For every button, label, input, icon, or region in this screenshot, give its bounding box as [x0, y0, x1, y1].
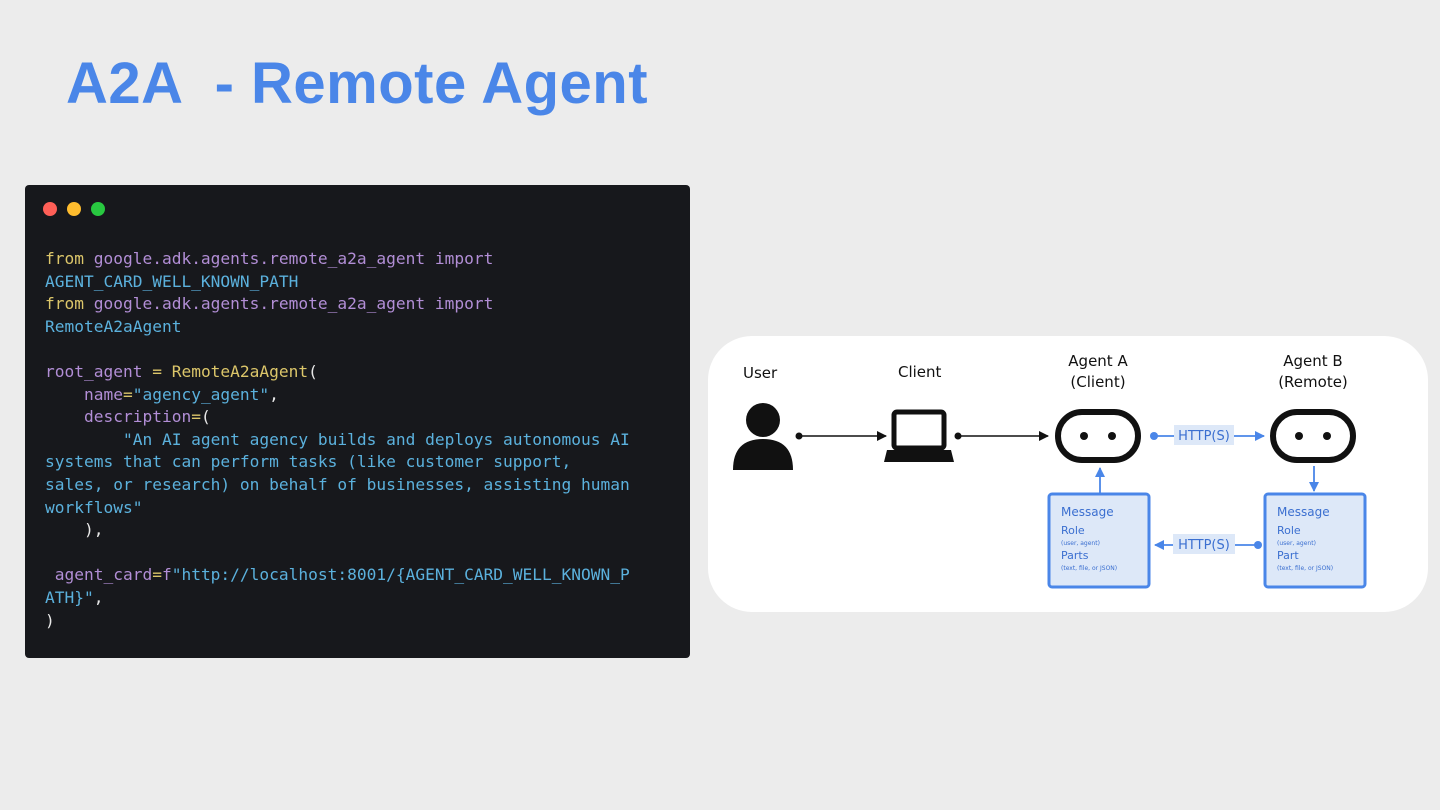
message-a-parts-sub: (text, file, or JSON) — [1061, 565, 1117, 572]
code-token: import — [434, 294, 494, 314]
agent-a-icon — [1055, 409, 1141, 463]
code-token: sales, or research) on behalf of busines… — [45, 474, 630, 494]
code-token: "http://localhost:8001/{AGENT_CARD_WELL_… — [171, 565, 630, 585]
http-top-label: HTTP(S) — [1178, 429, 1230, 444]
message-b-role-sub: (user, agent) — [1277, 540, 1316, 547]
code-token: systems that can perform tasks (like cus… — [45, 452, 572, 472]
client-to-agent-a-arrow — [954, 431, 1049, 441]
code-token: google.adk.agents.remote_a2a_agent — [93, 249, 435, 268]
code-line: from google.adk.agents.remote_a2a_agent … — [45, 248, 630, 271]
code-token: , — [269, 384, 279, 404]
code-line: RemoteA2aAgent — [45, 316, 630, 339]
code-token: AGENT_CARD_WELL_KNOWN_PATH — [45, 271, 299, 291]
code-line: name="agency_agent", — [45, 384, 630, 407]
code-line: agent_card=f"http://localhost:8001/{AGEN… — [45, 564, 630, 587]
code-line — [45, 542, 630, 565]
maximize-dot-icon — [91, 202, 105, 216]
agent-b-label: Agent B — [1283, 352, 1342, 370]
code-line: workflows" — [45, 497, 630, 520]
slide-title: A2A - Remote Agent — [66, 51, 649, 116]
message-a-role-sub: (user, agent) — [1061, 540, 1100, 547]
message-box-b: Message Role (user, agent) Part (text, f… — [1263, 492, 1367, 589]
code-token: name — [45, 384, 123, 404]
user-to-client-arrow — [795, 431, 887, 441]
user-label: User — [743, 364, 778, 382]
message-a-title: Message — [1061, 505, 1114, 519]
code-token: root_agent — [45, 361, 153, 381]
message-a-parts: Parts — [1061, 549, 1089, 562]
code-block: from google.adk.agents.remote_a2a_agent … — [45, 248, 630, 632]
message-b-parts-sub: (text, file, or JSON) — [1277, 565, 1333, 572]
code-token: ), — [45, 520, 104, 540]
agent-b-icon — [1270, 409, 1356, 463]
code-token: = — [152, 565, 162, 585]
code-token: agent_card — [45, 565, 153, 585]
code-token: workflows" — [45, 497, 143, 517]
code-token: ) — [45, 610, 55, 630]
minimize-dot-icon — [67, 202, 81, 216]
a2a-diagram: User Client Agent A (Client) Agent B (Re… — [708, 336, 1428, 612]
message-b-parts: Part — [1277, 549, 1299, 562]
message-b-role: Role — [1277, 524, 1301, 537]
code-token: ATH}" — [45, 587, 94, 607]
agent-a-sublabel: (Client) — [1070, 373, 1125, 391]
code-token: ( — [308, 361, 318, 381]
http-bottom-label: HTTP(S) — [1178, 538, 1230, 553]
code-token: "agency_agent" — [132, 384, 270, 404]
code-line: AGENT_CARD_WELL_KNOWN_PATH — [45, 271, 630, 294]
message-b-title: Message — [1277, 505, 1330, 519]
code-token: ( — [200, 407, 211, 427]
code-line: ) — [45, 610, 630, 633]
code-token: = — [191, 407, 201, 427]
window-controls — [43, 202, 105, 216]
code-line: description=( — [45, 406, 630, 429]
http-response-arrow: HTTP(S) — [1154, 534, 1262, 554]
code-token: "An AI agent agency builds and deploys a… — [45, 429, 630, 449]
code-token: from — [45, 294, 94, 314]
client-label: Client — [898, 363, 942, 381]
code-window — [25, 185, 690, 658]
laptop-icon — [884, 409, 954, 462]
code-line: root_agent = RemoteA2aAgent( — [45, 361, 630, 384]
code-line: systems that can perform tasks (like cus… — [45, 451, 630, 474]
agent-b-sublabel: (Remote) — [1278, 373, 1348, 391]
code-token: , — [93, 587, 104, 607]
code-token: = — [152, 361, 172, 381]
code-line — [45, 338, 630, 361]
code-token: import — [434, 249, 494, 268]
code-line: sales, or research) on behalf of busines… — [45, 474, 630, 497]
message-a-role: Role — [1061, 524, 1085, 537]
code-token: f — [161, 565, 172, 585]
close-dot-icon — [43, 202, 57, 216]
code-token: RemoteA2aAgent — [45, 316, 182, 336]
code-line: ATH}", — [45, 587, 630, 610]
code-token: RemoteA2aAgent — [171, 361, 309, 381]
code-line: from google.adk.agents.remote_a2a_agent … — [45, 293, 630, 316]
user-icon — [733, 403, 793, 470]
code-token: google.adk.agents.remote_a2a_agent — [93, 294, 435, 314]
message-box-a: Message Role (user, agent) Parts (text, … — [1047, 492, 1151, 589]
code-token: description — [45, 407, 192, 427]
code-token: from — [45, 249, 94, 268]
code-token: = — [122, 384, 133, 404]
code-line: "An AI agent agency builds and deploys a… — [45, 429, 630, 452]
agent-a-label: Agent A — [1068, 352, 1128, 370]
code-line: ), — [45, 519, 630, 542]
http-request-arrow: HTTP(S) — [1150, 425, 1265, 445]
